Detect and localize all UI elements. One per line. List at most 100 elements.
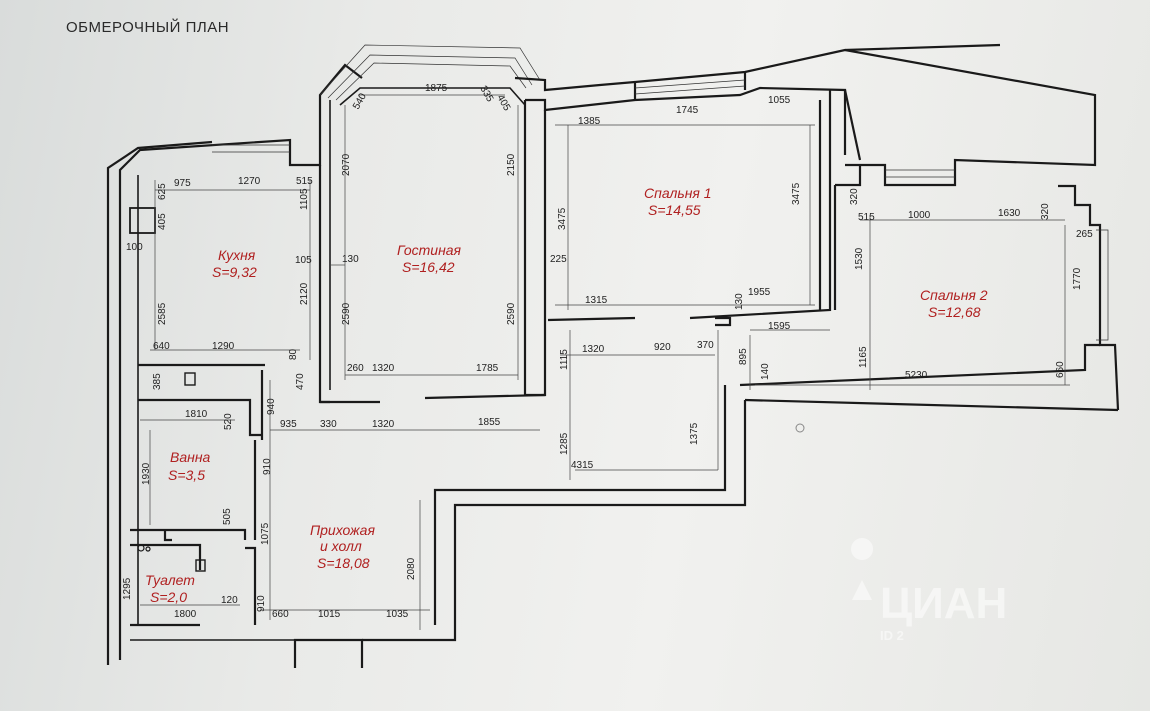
dim-label: 130 <box>734 293 745 310</box>
dim-label: 505 <box>222 508 233 525</box>
dim-label: 1385 <box>578 116 601 127</box>
dim-label: 2590 <box>506 302 517 325</box>
dim-label: 260 <box>347 363 364 374</box>
room-hall-name-line1: Прихожая <box>310 522 375 538</box>
dim-label: 320 <box>1040 203 1051 220</box>
dim-label: 660 <box>272 609 289 620</box>
dim-label: 1595 <box>768 321 791 332</box>
dim-label: 1320 <box>372 363 395 374</box>
dim-label: 920 <box>654 342 671 353</box>
dim-label: 80 <box>288 348 299 360</box>
room-labels: Кухня S=9,32 Гостиная S=16,42 Спальня 1 … <box>145 185 988 605</box>
dim-label: 2120 <box>299 282 310 305</box>
inner-walls <box>130 87 862 642</box>
dim-label: 100 <box>126 242 143 253</box>
dim-label: 910 <box>256 595 267 612</box>
toilet-fixture <box>137 544 145 552</box>
room-toilet-name: Туалет <box>145 572 195 588</box>
room-hall-area: S=18,08 <box>317 555 370 571</box>
dim-label: 385 <box>152 373 163 390</box>
dim-label: 1000 <box>908 210 931 221</box>
room-hall-name-line2: и холл <box>320 538 362 554</box>
dim-label: 1320 <box>372 419 395 430</box>
dim-label: 1630 <box>998 208 1021 219</box>
dim-label: 660 <box>1055 361 1066 378</box>
dim-label: 405 <box>157 213 168 230</box>
outer-walls <box>106 43 1120 668</box>
dim-label: 1875 <box>425 83 448 94</box>
column-marker <box>129 207 156 234</box>
dim-label: 1320 <box>582 344 605 355</box>
room-bath-name: Ванна <box>170 449 211 465</box>
dim-label: 5230 <box>905 370 928 381</box>
dim-label: 1055 <box>768 95 791 106</box>
dim-label: 2080 <box>406 557 417 580</box>
dim-label: 330 <box>320 419 337 430</box>
dim-label: 335 <box>477 84 495 104</box>
dim-label: 1015 <box>318 609 341 620</box>
cian-watermark: ЦИАН ID 2 <box>851 538 1007 643</box>
dim-label: 370 <box>697 340 714 351</box>
dim-label: 2590 <box>341 302 352 325</box>
dim-label: 1285 <box>559 432 570 455</box>
dim-label: 515 <box>858 212 875 223</box>
dim-label: 1855 <box>478 417 501 428</box>
room-toilet-area: S=2,0 <box>150 589 187 605</box>
dim-label: 910 <box>262 458 273 475</box>
location-pin-icon <box>851 538 874 600</box>
dim-label: 1810 <box>185 409 208 420</box>
dim-label: 3475 <box>557 207 568 230</box>
room-living-area: S=16,42 <box>402 259 455 275</box>
dim-label: 1375 <box>689 422 700 445</box>
dim-label: 1115 <box>559 349 570 370</box>
room-bedroom1-name: Спальня 1 <box>644 185 712 201</box>
room-bath-area: S=3,5 <box>168 467 205 483</box>
dim-label: 1075 <box>260 522 271 545</box>
dim-label: 140 <box>760 363 771 380</box>
watermark-id: ID 2 <box>880 628 904 643</box>
dim-label: 935 <box>280 419 297 430</box>
dim-label: 2070 <box>341 153 352 176</box>
dim-label: 1295 <box>122 577 133 600</box>
room-bedroom2-area: S=12,68 <box>928 304 981 320</box>
dim-label: 1270 <box>238 176 261 187</box>
dim-label: 625 <box>157 183 168 200</box>
dim-label: 470 <box>295 373 306 390</box>
dim-label: 1315 <box>585 295 608 306</box>
room-bedroom1-area: S=14,55 <box>648 202 701 218</box>
dim-label: 1035 <box>386 609 409 620</box>
room-kitchen-name: Кухня <box>218 247 256 263</box>
dim-label: 975 <box>174 178 191 189</box>
dim-label: 520 <box>223 413 234 430</box>
dim-label: 320 <box>849 188 860 205</box>
dim-label: 1800 <box>174 609 197 620</box>
dim-label: 265 <box>1076 229 1093 240</box>
watermark-brand: ЦИАН <box>880 579 1007 628</box>
dim-label: 640 <box>153 341 170 352</box>
dim-label: 4315 <box>571 460 594 471</box>
dimension-labels: 975 1270 515 625 405 1105 100 105 2120 2… <box>122 83 1093 620</box>
dim-label: 1530 <box>854 247 865 270</box>
room-bedroom2-name: Спальня 2 <box>920 287 988 303</box>
dim-label: 515 <box>296 176 313 187</box>
dim-label: 2150 <box>506 153 517 176</box>
room-kitchen-area: S=9,32 <box>212 264 257 280</box>
dim-label: 3475 <box>791 182 802 205</box>
dim-label: 895 <box>738 348 749 365</box>
room-living-name: Гостиная <box>397 242 462 258</box>
dim-label: 1290 <box>212 341 235 352</box>
dim-label: 105 <box>295 255 312 266</box>
plan-title: ОБМЕРОЧНЫЙ ПЛАН <box>66 18 229 36</box>
dim-label: 120 <box>221 595 238 606</box>
dim-label: 1105 <box>299 188 310 210</box>
dim-label: 940 <box>266 398 277 415</box>
dim-label: 1165 <box>858 346 869 368</box>
dim-label: 130 <box>342 254 359 265</box>
dim-label: 225 <box>550 254 567 265</box>
dim-label: 405 <box>494 93 512 113</box>
dim-label: 1785 <box>476 363 499 374</box>
dim-label: 1930 <box>141 462 152 485</box>
dim-label: 1955 <box>748 287 771 298</box>
dim-label: 1745 <box>676 105 699 116</box>
